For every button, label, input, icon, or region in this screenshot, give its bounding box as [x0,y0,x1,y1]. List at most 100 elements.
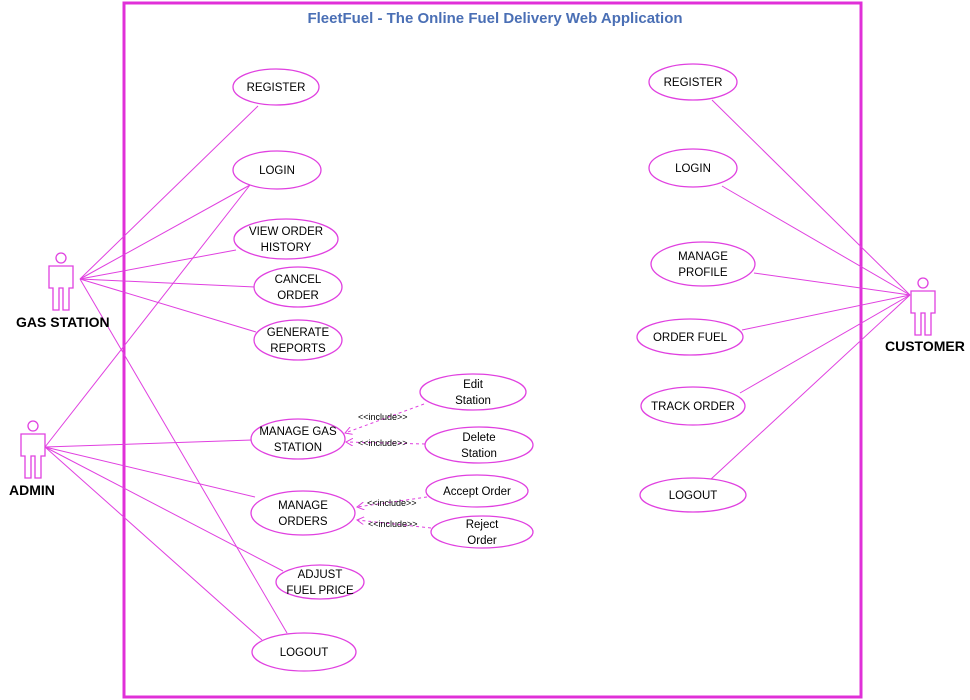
use-case-ellipse [253,319,343,361]
use-case-label: Delete [462,432,495,444]
association-line [44,446,284,572]
use-case-label: CANCEL [275,274,322,286]
use-case-label: FUEL PRICE [286,585,354,597]
use-case-ellipse [253,266,343,308]
use-case-label: Order [467,535,497,547]
use-case-label: REPORTS [270,343,326,355]
association-line [44,446,263,641]
use-case-ellipse [430,515,534,549]
include-line [357,520,432,529]
association-line [711,99,911,296]
use-case-ellipse [233,218,339,260]
use-case-label: Accept Order [443,486,511,498]
use-case-label: STATION [274,442,322,454]
use-case-label: Reject [466,519,499,531]
actor-gas-station [48,252,74,311]
use-case-ellipse [250,490,356,536]
use-case-ellipse [648,148,738,188]
use-case-label: LOGOUT [669,490,718,502]
use-case-label: MANAGE [278,500,328,512]
actor-label-admin: ADMIN [9,482,55,498]
use-case-label: HISTORY [261,242,312,254]
use-case-label: PROFILE [678,267,728,279]
association-line [79,105,259,280]
use-case-ellipse [425,474,529,508]
use-case-c-login: LOGIN [648,148,738,188]
association-line [79,278,288,634]
use-case-ellipse [275,564,365,600]
use-case-adjust-fuel-price: ADJUST FUEL PRICE [275,564,365,600]
use-case-label: ORDER FUEL [653,332,728,344]
use-case-ellipse [636,318,744,356]
actor-label-gas-station: GAS STATION [16,314,110,330]
use-case-ellipse [648,63,738,101]
use-case-manage-profile: MANAGE PROFILE [650,241,756,287]
include-label: <<include>> [358,438,408,448]
association-line [79,278,256,288]
use-case-label: LOGIN [675,163,711,175]
include-label: <<include>> [368,519,418,529]
use-case-label: ADJUST [298,569,343,581]
use-case-label: VIEW ORDER [249,226,323,238]
use-case-view-order-history: VIEW ORDER HISTORY [233,218,339,260]
use-case-label: ORDERS [278,516,328,528]
use-case-manage-orders: MANAGE ORDERS [250,490,356,536]
use-case-label: TRACK ORDER [651,401,735,413]
actor-label-customer: CUSTOMER [885,338,965,354]
use-case-label: LOGOUT [280,647,329,659]
use-case-cancel-order: CANCEL ORDER [253,266,343,308]
use-case-label: ORDER [277,290,319,302]
use-case-gs-login: LOGIN [232,150,322,190]
use-case-label: REGISTER [664,77,723,89]
use-case-ellipse [419,373,527,411]
use-case-ellipse [232,150,322,190]
include-label: <<include>> [367,498,417,508]
use-case-label: GENERATE [267,327,330,339]
association-line [44,446,256,498]
use-case-generate-reports: GENERATE REPORTS [253,319,343,361]
use-case-track-order: TRACK ORDER [640,386,746,426]
use-case-accept-order: Accept Order [425,474,529,508]
actor-admin [20,420,46,479]
use-case-ellipse [232,68,320,106]
use-case-c-logout: LOGOUT [639,477,747,513]
use-case-label: REGISTER [247,82,306,94]
use-case-admin-logout: LOGOUT [251,632,357,672]
include-line [345,403,425,433]
use-case-label: Edit [463,379,484,391]
include-relations: <<include>> <<include>> <<include>> <<inclu… [345,403,432,529]
use-case-label: Station [461,448,497,460]
use-case-label: Station [455,395,491,407]
association-line [79,278,257,333]
use-case-ellipse [250,418,346,460]
diagram-title: FleetFuel - The Online Fuel Delivery Web… [307,10,682,27]
use-case-ellipse [424,426,534,464]
association-line [741,294,911,331]
association-line [44,439,253,448]
use-case-label: MANAGE GAS [259,426,337,438]
include-line [346,442,426,444]
associations [44,99,911,641]
use-cases: REGISTER LOGIN VIEW ORDER HISTORY CANCEL ORDE… [232,63,756,672]
use-case-ellipse [251,632,357,672]
system-boundary [122,1,863,699]
use-case-c-register: REGISTER [648,63,738,101]
use-case-manage-gas-station: MANAGE GAS STATION [250,418,346,460]
association-line [79,184,251,280]
association-line [44,184,251,448]
use-case-ellipse [639,477,747,513]
association-line [753,272,911,296]
use-case-label: MANAGE [678,251,728,263]
actor-customer [910,277,936,336]
association-line [709,294,911,481]
use-case-order-fuel: ORDER FUEL [636,318,744,356]
use-case-gs-register: REGISTER [232,68,320,106]
use-case-ellipse [650,241,756,287]
use-case-ellipse [640,386,746,426]
include-label: <<include>> [358,412,408,422]
use-case-label: LOGIN [259,165,295,177]
